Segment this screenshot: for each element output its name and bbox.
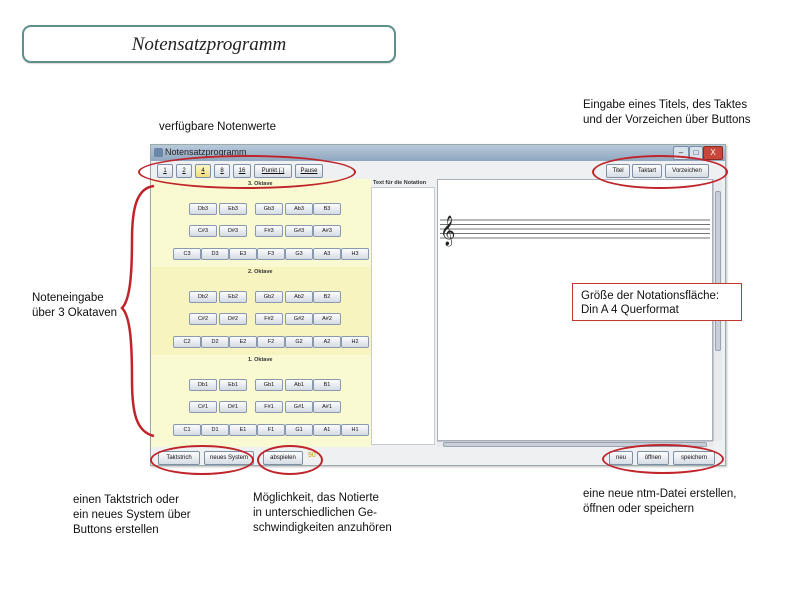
note-button[interactable]: A#1 (313, 401, 341, 413)
note-button[interactable]: Gb3 (255, 203, 283, 215)
annotation-bar-2: ein neues System über (73, 509, 191, 521)
note-button[interactable]: G3 (285, 248, 313, 260)
note-button[interactable]: F#3 (255, 225, 283, 237)
highlight-note-values (138, 155, 356, 189)
note-button[interactable]: Gb2 (255, 291, 283, 303)
note-button[interactable]: Db1 (189, 379, 217, 391)
note-button[interactable]: A3 (313, 248, 341, 260)
note-button[interactable]: G#2 (285, 313, 313, 325)
notation-size-box: Größe der Notationsfläche: Din A 4 Querf… (572, 283, 742, 321)
note-button[interactable]: Db3 (189, 203, 217, 215)
horizontal-scrollbar[interactable] (437, 441, 713, 448)
note-button[interactable]: F#1 (255, 401, 283, 413)
note-button[interactable]: A2 (313, 336, 341, 348)
treble-clef-icon: 𝄞 (440, 215, 455, 247)
annotation-title-buttons-1: Eingabe eines Titels, des Taktes (583, 99, 748, 111)
staff-svg: 𝄞 (440, 215, 710, 247)
note-button[interactable]: Ab3 (285, 203, 313, 215)
note-button[interactable]: A#3 (313, 225, 341, 237)
note-button[interactable]: G#1 (285, 401, 313, 413)
note-button[interactable]: D1 (201, 424, 229, 436)
note-button[interactable]: D2 (201, 336, 229, 348)
note-button[interactable]: F#2 (255, 313, 283, 325)
note-button[interactable]: D#2 (219, 313, 247, 325)
app-icon (154, 148, 163, 157)
note-button[interactable]: D#1 (219, 401, 247, 413)
text-for-notation-label: Text für die Notation (373, 180, 427, 186)
vertical-scroll-thumb[interactable] (715, 191, 721, 351)
note-button[interactable]: B1 (313, 379, 341, 391)
annotation-play-2: in unterschiedlichen Ge- (253, 507, 378, 519)
note-button[interactable]: G#3 (285, 225, 313, 237)
note-button[interactable]: C#1 (189, 401, 217, 413)
note-button[interactable]: Gb1 (255, 379, 283, 391)
note-button[interactable]: C#3 (189, 225, 217, 237)
note-button[interactable]: C1 (173, 424, 201, 436)
octave-label: 1. Oktave (248, 357, 273, 363)
note-button[interactable]: G2 (285, 336, 313, 348)
highlight-play-button (257, 445, 323, 475)
highlight-file-buttons (602, 444, 724, 474)
notation-size-line-2: Din A 4 Querformat (581, 304, 679, 316)
notation-text-area[interactable] (371, 187, 435, 445)
close-button[interactable]: X (703, 146, 723, 160)
note-button[interactable]: A#2 (313, 313, 341, 325)
window-title: Notensatzprogramm (165, 147, 247, 157)
note-button[interactable]: D3 (201, 248, 229, 260)
note-button[interactable]: Eb1 (219, 379, 247, 391)
staff-lines (440, 219, 710, 239)
annotation-note-input-2: über 3 Okataven (32, 307, 118, 319)
highlight-title-buttons (592, 155, 728, 189)
annotation-file-2: öffnen oder speichern (583, 503, 695, 515)
note-button[interactable]: Eb3 (219, 203, 247, 215)
octave-label: 2. Oktave (248, 269, 273, 275)
note-button[interactable]: C2 (173, 336, 201, 348)
note-button[interactable]: G1 (285, 424, 313, 436)
annotation-bar-3: Buttons erstellen (73, 524, 159, 536)
note-button[interactable]: F1 (257, 424, 285, 436)
title-box: Notensatzprogramm (22, 25, 396, 63)
annotation-file-1: eine neue ntm-Datei erstellen, (583, 488, 737, 500)
note-button[interactable]: Db2 (189, 291, 217, 303)
note-button[interactable]: F3 (257, 248, 285, 260)
note-button[interactable]: Ab1 (285, 379, 313, 391)
annotation-note-values: verfügbare Notenwerte (159, 121, 276, 133)
note-button[interactable]: Ab2 (285, 291, 313, 303)
note-button[interactable]: H3 (341, 248, 369, 260)
note-button[interactable]: B3 (313, 203, 341, 215)
annotation-play-1: Möglichkeit, das Notierte (253, 492, 379, 504)
note-button[interactable]: E2 (229, 336, 257, 348)
note-button[interactable]: C3 (173, 248, 201, 260)
note-button[interactable]: D#3 (219, 225, 247, 237)
note-button[interactable]: H1 (341, 424, 369, 436)
annotation-bar-1: einen Taktstrich oder (73, 494, 179, 506)
note-button[interactable]: F2 (257, 336, 285, 348)
horizontal-scroll-thumb[interactable] (443, 442, 707, 447)
note-button[interactable]: Eb2 (219, 291, 247, 303)
annotation-note-input-1: Noteneingabe (32, 292, 104, 304)
note-button[interactable]: C#2 (189, 313, 217, 325)
page-title: Notensatzprogramm (131, 34, 287, 55)
annotation-play-3: schwindigkeiten anzuhören (253, 522, 392, 534)
notation-size-line-1: Größe der Notationsfläche: (581, 290, 720, 302)
note-input-bracket-icon (120, 184, 155, 438)
note-button[interactable]: H2 (341, 336, 369, 348)
annotation-title-buttons-2: und der Vorzeichen über Buttons (583, 114, 751, 126)
note-button[interactable]: E1 (229, 424, 257, 436)
note-button[interactable]: E3 (229, 248, 257, 260)
note-button[interactable]: A1 (313, 424, 341, 436)
highlight-bar-buttons (150, 445, 254, 475)
note-button[interactable]: B2 (313, 291, 341, 303)
